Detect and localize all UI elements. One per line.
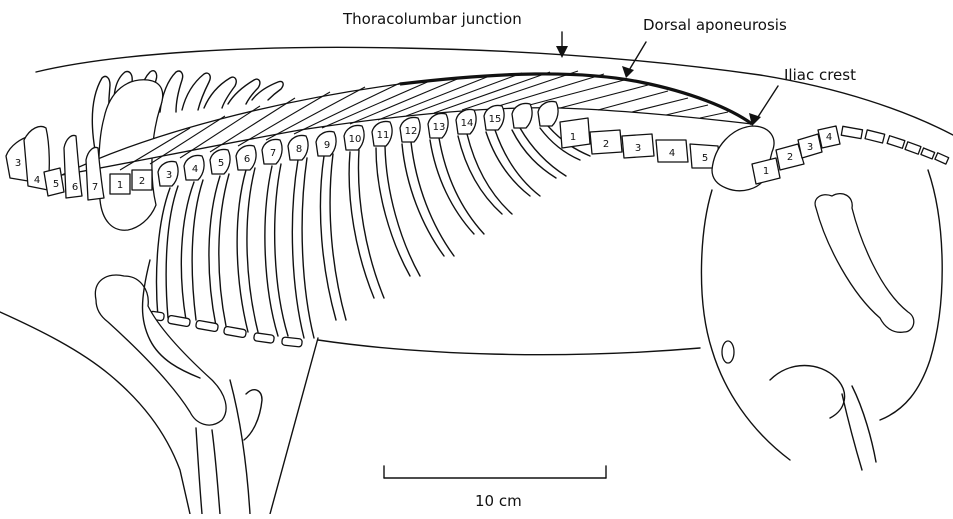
cervical-label-4: 4 [34, 175, 40, 186]
patella [722, 341, 734, 363]
dorsal-aponeurosis-arrowhead [622, 66, 634, 78]
thoracolumbar-junction-label: Thoracolumbar junction [342, 10, 522, 28]
femur [815, 194, 914, 333]
thoracic-label-2: 2 [139, 176, 145, 187]
hind-limb-bone-2 [852, 386, 876, 462]
belly-outline [318, 340, 700, 355]
thoracic-label-11: 11 [377, 130, 390, 141]
sacral-label-2: 2 [787, 152, 793, 163]
abdomen-vertical-left [270, 338, 318, 514]
dorsal-aponeurosis-arrow [628, 42, 646, 72]
olecranon [244, 390, 262, 440]
lumbar-label-5: 5 [702, 153, 708, 164]
thoracic-label-4: 4 [192, 164, 198, 175]
thoracic-label-14: 14 [461, 118, 474, 129]
forearm-outline-3 [212, 430, 220, 514]
cervical-vertebrae: 3 4 5 6 7 [6, 127, 104, 201]
caudal-vertebrae [841, 126, 948, 164]
lumbar-label-4: 4 [669, 148, 675, 159]
forearm-outline-2 [196, 428, 202, 514]
thoracic-label-13: 13 [433, 122, 446, 133]
thoracic-label-1: 1 [117, 180, 123, 191]
hind-limb-bone-1 [842, 394, 862, 470]
stifle-outline [770, 366, 845, 419]
forearm-outline-1 [230, 380, 250, 514]
thoracic-label-6: 6 [244, 154, 250, 165]
thoracic-label-7: 7 [270, 148, 276, 159]
thoracic-label-15: 15 [489, 114, 502, 125]
sacral-label-4: 4 [826, 132, 832, 143]
thoracic-label-12: 12 [405, 126, 418, 137]
thigh-outline [701, 190, 790, 460]
humerus [95, 275, 226, 425]
thoracic-label-5: 5 [218, 158, 224, 169]
thoracic-label-9: 9 [324, 140, 330, 151]
cervical-label-3: 3 [15, 158, 21, 169]
sacral-label-1: 1 [763, 166, 769, 177]
cervical-label-7: 7 [92, 182, 98, 193]
sacral-label-3: 3 [807, 142, 813, 153]
lumbar-label-2: 2 [603, 139, 609, 150]
thoracic-label-8: 8 [296, 144, 302, 155]
thoracolumbar-arrowhead [556, 46, 568, 58]
cervical-label-6: 6 [72, 182, 78, 193]
dorsal-aponeurosis-label: Dorsal aponeurosis [643, 16, 787, 34]
cervical-label-5: 5 [53, 179, 59, 190]
scale-bar-label: 10 cm [475, 492, 522, 510]
thoracic-label-3: 3 [166, 170, 172, 181]
iliac-crest-arrow [756, 86, 778, 120]
thoracic-label-10: 10 [349, 134, 362, 145]
lumbar-label-1: 1 [570, 132, 576, 143]
iliac-crest-label: Iliac crest [784, 66, 856, 84]
lumbar-label-3: 3 [635, 143, 641, 154]
scale-bar: 10 cm [384, 466, 606, 510]
